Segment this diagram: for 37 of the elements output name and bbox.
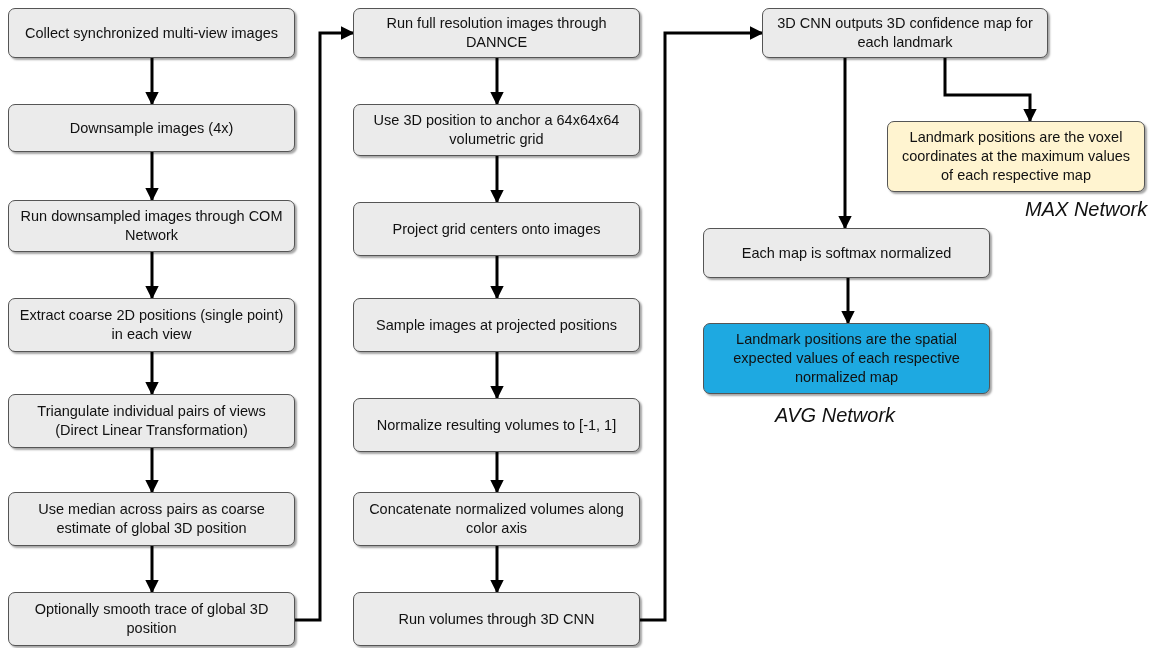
process-box: Sample images at projected positions: [353, 298, 640, 352]
arrow: [490, 156, 504, 204]
process-box: Run volumes through 3D CNN: [353, 592, 640, 646]
arrow: [490, 452, 504, 494]
network-label: MAX Network: [1025, 198, 1148, 221]
arrow: [145, 546, 159, 594]
process-box: Project grid centers onto images: [353, 202, 640, 256]
arrow: [838, 58, 852, 230]
process-box: Normalize resulting volumes to [-1, 1]: [353, 398, 640, 452]
arrow: [943, 58, 1037, 123]
arrow: [145, 252, 159, 300]
arrow: [145, 152, 159, 202]
process-box: Each map is softmax normalized: [703, 228, 990, 278]
arrow: [145, 448, 159, 494]
network-label: AVG Network: [775, 404, 896, 427]
process-box: Optionally smooth trace of global 3D position: [8, 592, 295, 646]
process-box: Extract coarse 2D positions (single point) in each view: [8, 298, 295, 352]
process-box: Concatenate normalized volumes along color axis: [353, 492, 640, 546]
arrow: [640, 26, 764, 622]
arrow: [490, 256, 504, 300]
arrow: [841, 278, 855, 325]
process-box: 3D CNN outputs 3D confidence map for each landmark: [762, 8, 1048, 58]
process-box: Landmark positions are the spatial expected values of each respective normalized map: [703, 323, 990, 394]
process-box: Run full resolution images through DANNCE: [353, 8, 640, 58]
process-box: Run downsampled images through COM Network: [8, 200, 295, 252]
arrow: [145, 58, 159, 106]
process-box: Downsample images (4x): [8, 104, 295, 152]
process-box: Collect synchronized multi-view images: [8, 8, 295, 58]
arrow: [490, 352, 504, 400]
arrow: [145, 352, 159, 396]
process-box: Triangulate individual pairs of views (Direct Linear Transformation): [8, 394, 295, 448]
arrow: [490, 58, 504, 106]
process-box: Use median across pairs as coarse estimate of global 3D position: [8, 492, 295, 546]
process-box: Landmark positions are the voxel coordinates at the maximum values of each respective map: [887, 121, 1145, 192]
process-box: Use 3D position to anchor a 64x64x64 volumetric grid: [353, 104, 640, 156]
arrow: [490, 546, 504, 594]
arrow: [295, 26, 355, 622]
